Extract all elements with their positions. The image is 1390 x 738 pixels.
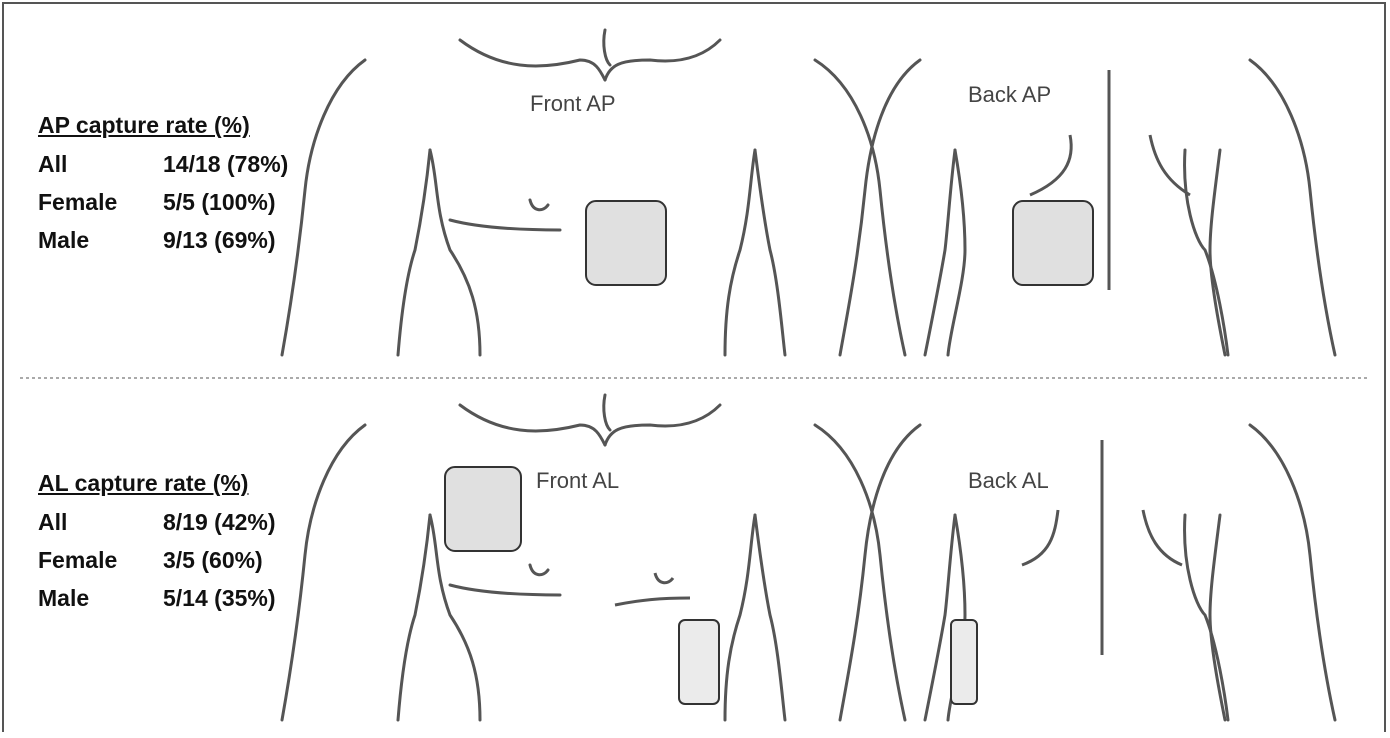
front-al-chest-line-right xyxy=(615,598,690,605)
front-al-torso xyxy=(282,395,905,720)
ap-capture-table: AP capture rate (%) All 14/18 (78%) Fema… xyxy=(38,112,288,259)
row-value: 8/19 (42%) xyxy=(163,509,276,536)
front-al-lateral-pad xyxy=(679,620,719,704)
row-value: 5/5 (100%) xyxy=(163,189,276,216)
back-al-label: Back AL xyxy=(968,468,1049,493)
front-ap-electrode-pad xyxy=(586,201,666,285)
al-table-title: AL capture rate (%) xyxy=(38,470,276,497)
al-capture-table: AL capture rate (%) All 8/19 (42%) Femal… xyxy=(38,470,276,617)
front-al-label: Front AL xyxy=(536,468,619,493)
back-al-shoulder-blade-left xyxy=(1022,510,1058,565)
row-group: Male xyxy=(38,227,163,254)
table-row: All 8/19 (42%) xyxy=(38,503,276,541)
table-row: Female 5/5 (100%) xyxy=(38,183,288,221)
row-group: Female xyxy=(38,547,163,574)
row-value: 3/5 (60%) xyxy=(163,547,263,574)
table-row: Male 9/13 (69%) xyxy=(38,221,288,259)
row-group: Female xyxy=(38,189,163,216)
row-group: All xyxy=(38,509,163,536)
row-group: Male xyxy=(38,585,163,612)
row-value: 9/13 (69%) xyxy=(163,227,276,254)
front-al-anterior-pad xyxy=(445,467,521,551)
row-group: All xyxy=(38,151,163,178)
back-al-torso xyxy=(840,425,1335,720)
back-ap-label: Back AP xyxy=(968,82,1051,107)
table-row: All 14/18 (78%) xyxy=(38,145,288,183)
ap-table-title: AP capture rate (%) xyxy=(38,112,288,139)
back-ap-electrode-pad xyxy=(1013,201,1093,285)
front-ap-torso xyxy=(282,30,905,355)
row-value: 14/18 (78%) xyxy=(163,151,288,178)
back-ap-shoulder-blade-left xyxy=(1030,135,1071,195)
front-al-nipple-right xyxy=(655,573,673,583)
front-ap-label: Front AP xyxy=(530,91,616,116)
back-al-lateral-pad xyxy=(951,620,977,704)
row-value: 5/14 (35%) xyxy=(163,585,276,612)
table-row: Female 3/5 (60%) xyxy=(38,541,276,579)
table-row: Male 5/14 (35%) xyxy=(38,579,276,617)
back-al-shoulder-blade-right xyxy=(1143,510,1182,565)
